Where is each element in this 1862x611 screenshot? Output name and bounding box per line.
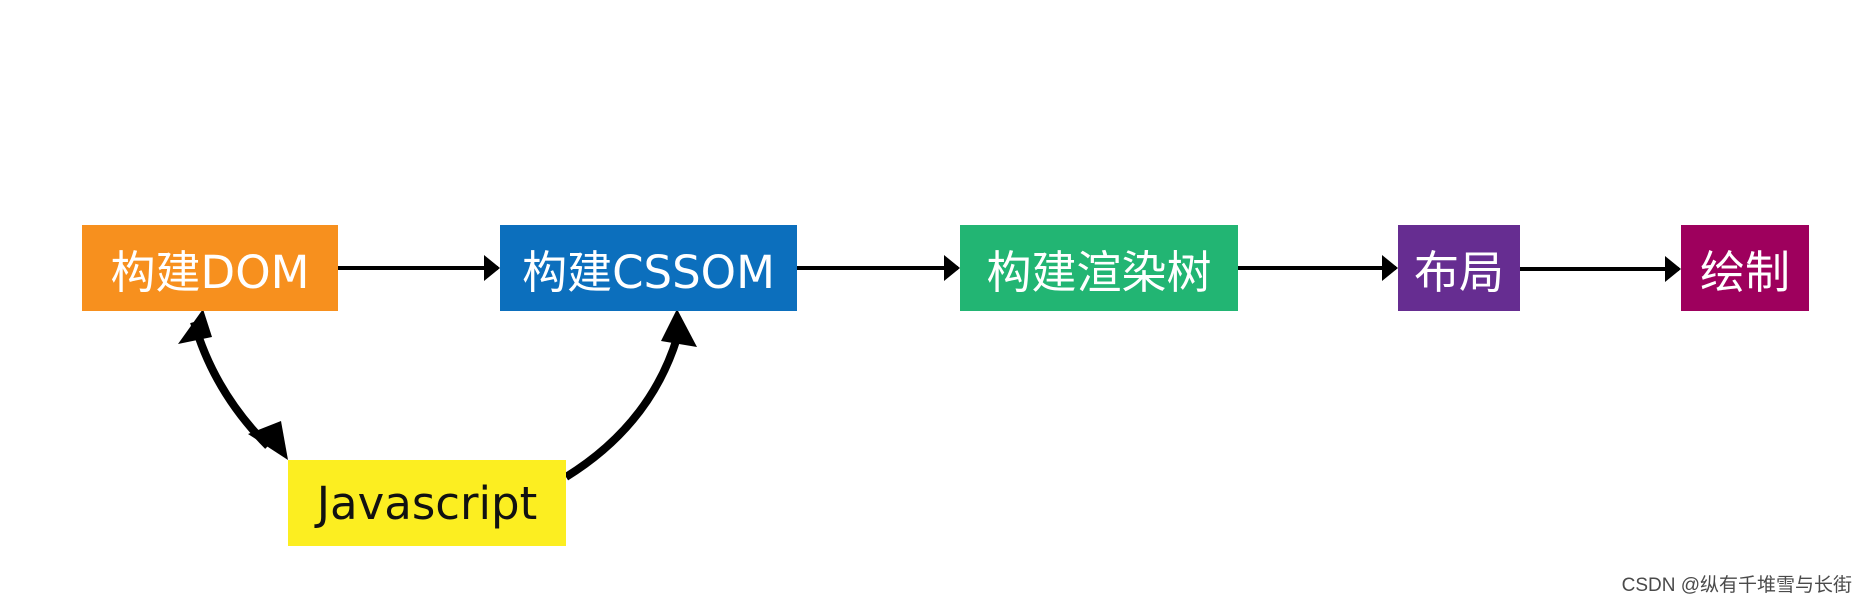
arrowhead-dom-to-javascript: [248, 421, 288, 460]
node-javascript: Javascript: [288, 460, 566, 546]
watermark-text: CSDN @纵有千堆雪与长街: [1621, 575, 1852, 596]
node-build-render-tree-label: 构建渲染树: [986, 245, 1212, 299]
arrowhead-javascript-to-cssom: [661, 309, 697, 347]
node-paint: 绘制: [1681, 225, 1809, 311]
arrowhead-javascript-to-dom: [178, 309, 212, 344]
edge-javascript-dom-curve: [190, 320, 271, 449]
node-paint-label: 绘制: [1699, 245, 1790, 299]
edge-javascript-to-cssom: [563, 336, 681, 481]
arrowhead-render-tree-to-layout: [1382, 255, 1398, 281]
arrowhead-cssom-to-render-tree: [944, 255, 960, 281]
node-build-cssom: 构建CSSOM: [500, 225, 797, 311]
node-build-dom-label: 构建DOM: [110, 245, 310, 299]
arrowhead-layout-to-paint: [1665, 256, 1681, 282]
node-layout-label: 布局: [1413, 245, 1504, 299]
node-build-dom: 构建DOM: [82, 225, 338, 311]
node-javascript-label: Javascript: [316, 476, 538, 530]
node-build-cssom-label: 构建CSSOM: [522, 245, 775, 299]
arrowhead-dom-to-cssom: [484, 255, 500, 281]
node-build-render-tree: 构建渲染树: [960, 225, 1238, 311]
node-layout: 布局: [1398, 225, 1520, 311]
